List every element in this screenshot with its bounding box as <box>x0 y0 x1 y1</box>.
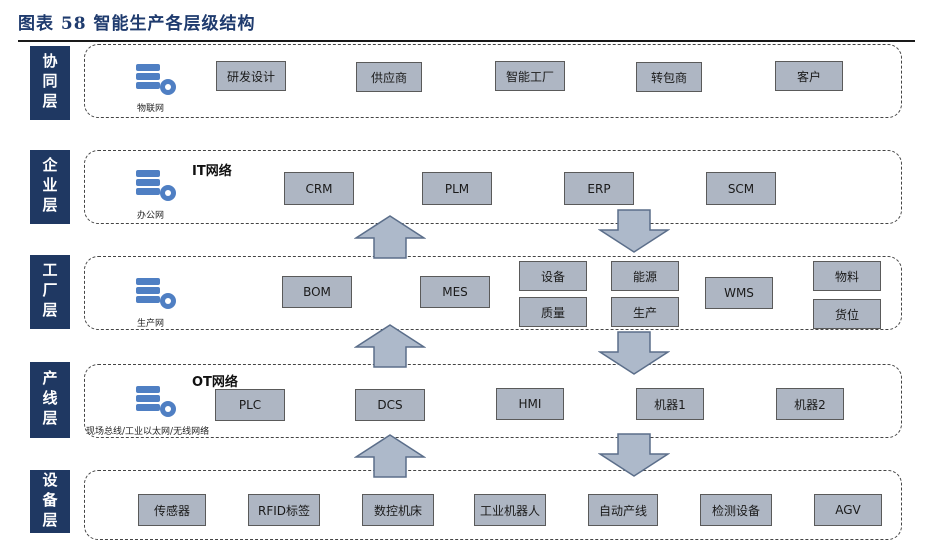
node-mes: MES <box>420 276 490 308</box>
server-gear-icon <box>136 64 176 95</box>
node-bom: BOM <box>282 276 352 308</box>
up-arrow-icon <box>354 324 426 368</box>
layer-label-factory: 工厂层 <box>30 255 70 329</box>
node-sensor: 传感器 <box>138 494 206 526</box>
node-energy: 能源 <box>611 261 679 291</box>
up-arrow-icon <box>354 434 426 478</box>
down-arrow-icon <box>598 433 670 477</box>
node-crm: CRM <box>284 172 354 205</box>
down-arrow-icon <box>598 209 670 253</box>
node-material: 物料 <box>813 261 881 291</box>
layer-label-device: 设备层 <box>30 470 70 533</box>
node-equipment: 设备 <box>519 261 587 291</box>
node-agv: AGV <box>814 494 882 526</box>
node-hmi: HMI <box>496 388 564 420</box>
title-divider <box>18 40 915 42</box>
server-gear-icon <box>136 170 176 201</box>
server-gear-icon <box>136 386 176 417</box>
node-supplier: 供应商 <box>356 62 422 92</box>
layer-band-factory <box>84 256 902 330</box>
icon-caption-enterprise: 办公网 <box>137 211 165 221</box>
icon-caption-factory: 生产网 <box>137 319 165 329</box>
node-subcontractor: 转包商 <box>636 62 702 92</box>
up-arrow-icon <box>354 215 426 259</box>
node-rd-design: 研发设计 <box>216 61 286 91</box>
node-machine-2: 机器2 <box>776 388 844 420</box>
node-machine-1: 机器1 <box>636 388 704 420</box>
node-plm: PLM <box>422 172 492 205</box>
node-industrial-robot: 工业机器人 <box>474 494 546 526</box>
node-inspection-device: 检测设备 <box>700 494 772 526</box>
layer-label-line: 产线层 <box>30 362 70 438</box>
node-scm: SCM <box>706 172 776 205</box>
node-production: 生产 <box>611 297 679 327</box>
node-location: 货位 <box>813 299 881 329</box>
figure-title: 图表 58 智能生产各层级结构 <box>18 14 256 34</box>
icon-caption-line: 现场总线/工业以太网/无线网络 <box>86 427 210 437</box>
node-erp: ERP <box>564 172 634 205</box>
it-network-label: IT网络 <box>192 164 232 179</box>
node-quality: 质量 <box>519 297 587 327</box>
node-auto-line: 自动产线 <box>588 494 658 526</box>
node-customer: 客户 <box>775 61 843 91</box>
node-rfid-tag: RFID标签 <box>248 494 320 526</box>
server-gear-icon <box>136 278 176 309</box>
node-cnc-machine: 数控机床 <box>362 494 434 526</box>
layer-band-line <box>84 364 902 438</box>
layer-label-collab: 协同层 <box>30 46 70 120</box>
down-arrow-icon <box>598 331 670 375</box>
node-wms: WMS <box>705 277 773 309</box>
node-smart-factory: 智能工厂 <box>495 61 565 91</box>
node-plc: PLC <box>215 389 285 421</box>
layer-band-collab <box>84 44 902 118</box>
layer-band-enterprise <box>84 150 902 224</box>
ot-network-label: OT网络 <box>192 375 238 390</box>
node-dcs: DCS <box>355 389 425 421</box>
layer-label-enterprise: 企业层 <box>30 150 70 224</box>
icon-caption-collab: 物联网 <box>137 104 165 114</box>
